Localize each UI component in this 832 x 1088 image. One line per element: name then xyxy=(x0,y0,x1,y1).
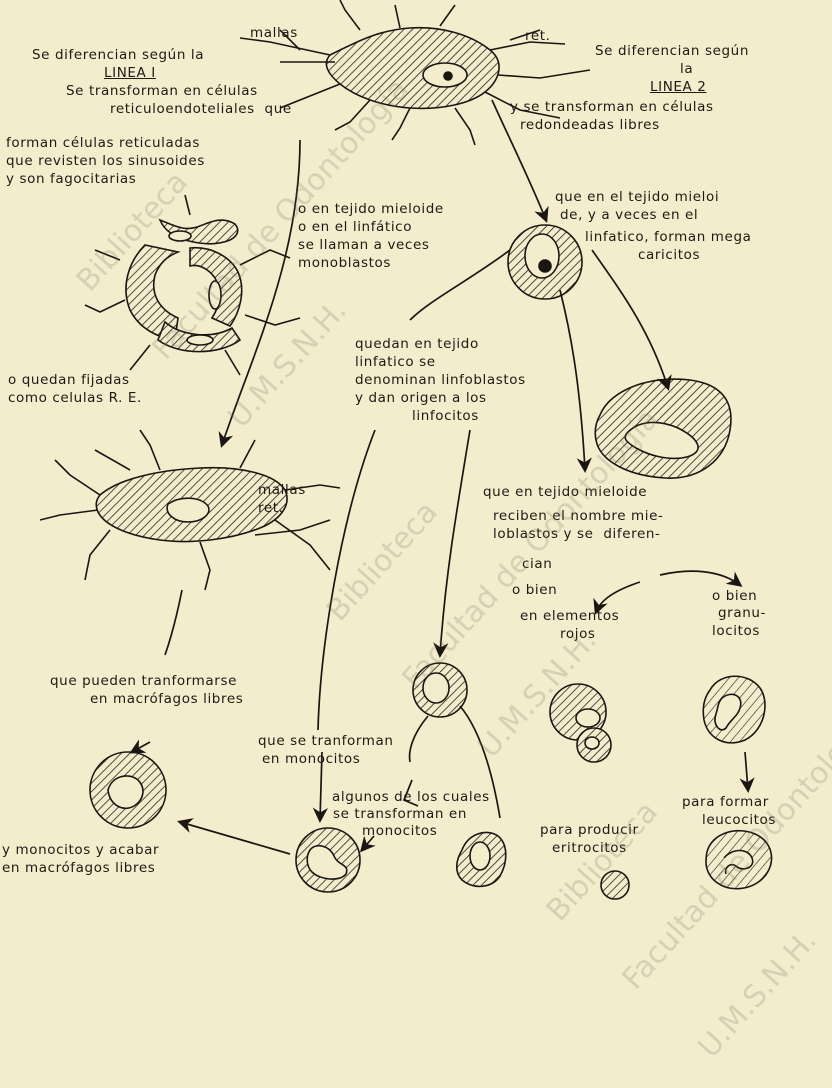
label-right-differentiation-1: Se diferencian según xyxy=(595,43,749,59)
megakaryocyte xyxy=(595,379,731,478)
label-fijadas-1: o quedan fijadas xyxy=(8,372,130,388)
red-cells xyxy=(550,684,629,899)
lymphocyte xyxy=(413,663,467,717)
label-mega-1: que en el tejido mieloi xyxy=(555,189,719,205)
label-mieloblastos-3: loblastos y se diferen- xyxy=(493,526,660,542)
label-linfatico-1: quedan en tejido xyxy=(355,336,479,352)
label-linea-2: LINEA 2 xyxy=(650,79,706,95)
middle-reticular-cell xyxy=(40,430,340,590)
label-mieloblastos-2: reciben el nombre mie- xyxy=(493,508,663,524)
macrophage-left xyxy=(90,752,166,828)
label-ret-mid: ret. xyxy=(258,500,284,516)
label-eritro-2: eritrocitos xyxy=(552,840,627,856)
monocyte-from-lymph xyxy=(457,832,506,886)
label-algunos-1: algunos de los cuales xyxy=(332,789,490,805)
label-left-differentiation: Se diferencian según la xyxy=(32,47,204,63)
label-mallas-mid: mallas xyxy=(258,482,306,498)
label-left-transform-1: Se transforman en células xyxy=(66,83,258,99)
label-mieloblastos-4: cian xyxy=(522,556,552,572)
label-leuco-2: leucocitos xyxy=(702,812,776,828)
label-obien-left: o bien xyxy=(512,582,557,598)
label-right-transform-1: y se transforman en células xyxy=(510,99,714,115)
label-left-transform-2: reticuloendoteliales que xyxy=(110,101,292,117)
label-right-transform-2: redondeadas libres xyxy=(520,117,660,133)
label-forman-3: y son fagocitarias xyxy=(6,171,136,187)
granulocytes xyxy=(703,676,771,888)
label-mieloide-1: o en tejido mieloide xyxy=(298,201,444,217)
label-final-1: y monocitos y acabar xyxy=(2,842,159,858)
label-right-differentiation-2: la xyxy=(680,61,693,77)
label-mega-3: linfatico, forman mega xyxy=(585,229,752,245)
label-mieloide-3: se llaman a veces xyxy=(298,237,430,253)
label-obien-right: o bien xyxy=(712,588,757,604)
round-free-cell xyxy=(508,225,582,299)
label-rojos-2: rojos xyxy=(560,626,596,642)
label-macrofagos-1: que pueden tranformarse xyxy=(50,673,237,689)
label-mega-4: caricitos xyxy=(638,247,700,263)
label-forman-2: que revisten los sinusoides xyxy=(6,153,205,169)
label-mieloblastos-1: que en tejido mieloide xyxy=(483,484,647,500)
label-forman-1: forman células reticuladas xyxy=(6,135,200,151)
label-algunos-2: se transforman en xyxy=(333,806,467,822)
label-algunos-3: monocitos xyxy=(362,823,437,839)
label-monocitos-1: que se tranforman xyxy=(258,733,394,749)
label-linfatico-2: linfatico se xyxy=(355,354,436,370)
label-linfatico-3: denominan linfoblastos xyxy=(355,372,526,388)
sinusoid-cells xyxy=(85,195,300,375)
label-linfatico-4: y dan origen a los xyxy=(355,390,487,406)
label-fijadas-2: como celulas R. E. xyxy=(8,390,142,406)
monocyte-bottom xyxy=(296,828,360,892)
label-rojos-1: en elementos xyxy=(520,608,619,624)
label-monocitos-2: en monocitos xyxy=(262,751,360,767)
label-linfatico-5: linfocitos xyxy=(412,408,479,424)
label-mieloide-4: monoblastos xyxy=(298,255,391,271)
label-mieloide-2: o en el linfático xyxy=(298,219,412,235)
label-leuco-1: para formar xyxy=(682,794,769,810)
label-linea-1: LINEA I xyxy=(104,65,156,81)
label-ret-top: ret. xyxy=(525,28,551,44)
label-granulocitos-1: granu- xyxy=(718,605,766,621)
label-mega-2: de, y a veces en el xyxy=(560,207,698,223)
label-granulocitos-2: locitos xyxy=(712,623,760,639)
label-macrofagos-2: en macrófagos libres xyxy=(90,691,243,707)
label-mallas-top: mallas xyxy=(250,25,298,41)
label-eritro-1: para producir xyxy=(540,822,639,838)
label-final-2: en macrófagos libres xyxy=(2,860,155,876)
